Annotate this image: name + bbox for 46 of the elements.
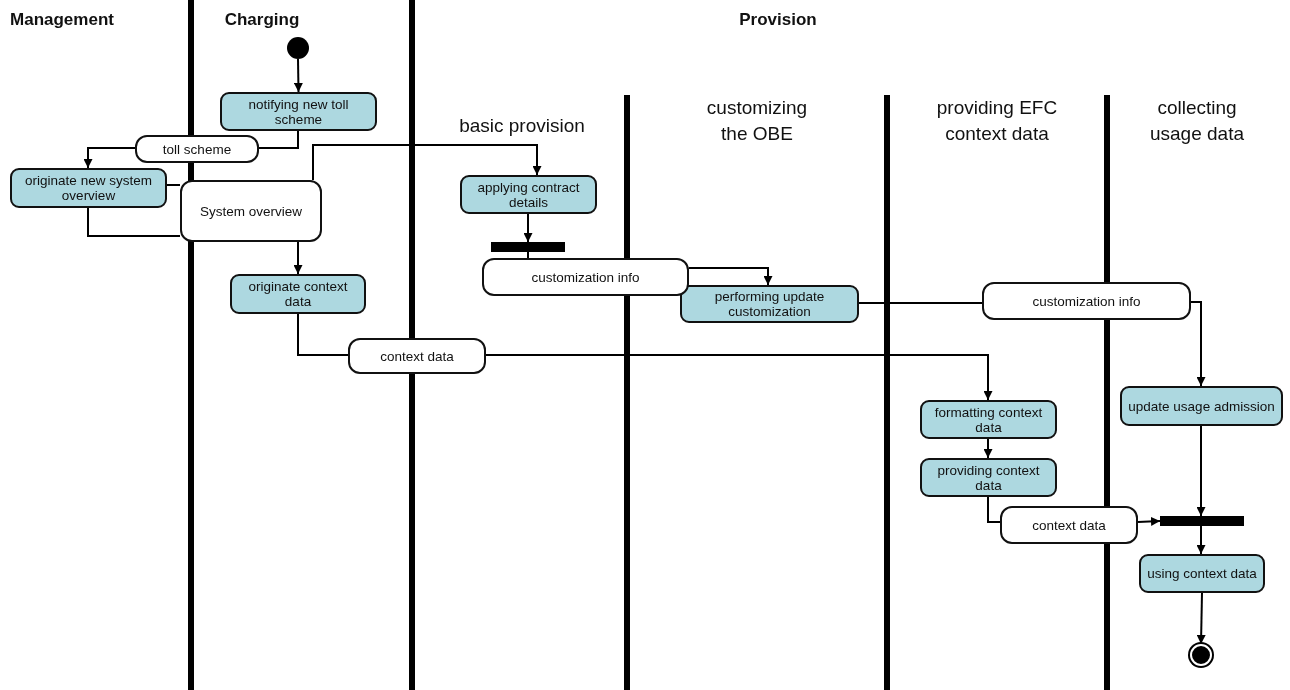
activity-box: notifying new toll scheme xyxy=(220,92,377,131)
activity-box: performing update customization xyxy=(680,285,859,323)
arrow xyxy=(1190,301,1206,387)
arrow xyxy=(485,354,993,401)
connector-line xyxy=(87,207,181,237)
lane-heading: basic provision xyxy=(458,114,586,138)
object-box: context data xyxy=(348,338,486,374)
arrow xyxy=(1137,516,1161,526)
lane-heading: providing EFC context data xyxy=(935,96,1059,146)
activity-box: applying contract details xyxy=(460,175,597,214)
activity-box: formatting context data xyxy=(920,400,1057,439)
arrow xyxy=(983,438,993,459)
synchronization-bar xyxy=(491,242,565,252)
connector-line xyxy=(987,496,1001,523)
arrow xyxy=(1196,425,1206,517)
lane-heading: collecting usage data xyxy=(1149,96,1245,146)
connector-line xyxy=(297,313,349,356)
end-node xyxy=(1190,644,1212,666)
object-box: customization info xyxy=(982,282,1191,320)
lane-heading: Management xyxy=(9,10,115,30)
arrow xyxy=(1196,525,1206,555)
object-box: customization info xyxy=(482,258,689,296)
connector-line xyxy=(858,302,983,304)
arrow xyxy=(688,267,773,286)
start-node xyxy=(287,37,309,59)
synchronization-bar xyxy=(1160,516,1244,526)
activity-box: providing context data xyxy=(920,458,1057,497)
object-box: toll scheme xyxy=(135,135,259,163)
activity-box: originate new system overview xyxy=(10,168,167,208)
object-box: System overview xyxy=(180,180,322,242)
arrow xyxy=(312,144,542,181)
connector-line xyxy=(166,184,181,186)
lane-heading: Provision xyxy=(738,10,818,30)
arrow xyxy=(293,58,303,93)
connector-line xyxy=(527,251,529,259)
activity-box: originate context data xyxy=(230,274,366,314)
arrow xyxy=(523,213,533,243)
object-box: context data xyxy=(1000,506,1138,544)
arrow xyxy=(83,147,136,169)
activity-box: using context data xyxy=(1139,554,1265,593)
lane-heading: Charging xyxy=(223,10,301,30)
connector-line xyxy=(258,130,299,149)
lane-heading: customizing the OBE xyxy=(705,96,809,146)
arrow xyxy=(293,241,303,275)
activity-box: update usage admission xyxy=(1120,386,1283,426)
arrow xyxy=(1196,592,1206,645)
